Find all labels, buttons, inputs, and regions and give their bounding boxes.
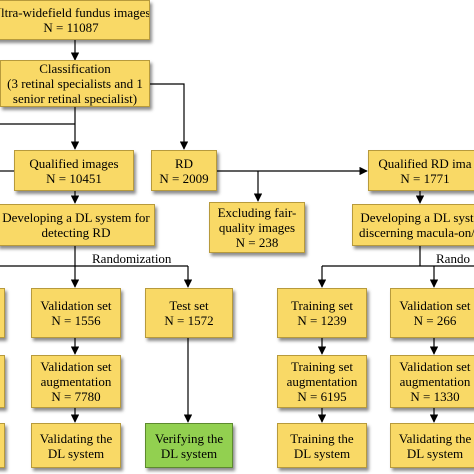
training-set-right-count: N = 1239 [297,313,347,328]
test-set-left-count: N = 1572 [164,313,214,328]
val-aug-right-box: Validation set augmentation N = 1330 [390,355,474,408]
validating-left-box: Validating the DL system [31,423,121,468]
training-sys-right-line-1: Training the [290,430,354,446]
validation-set-left-count: N = 1556 [51,313,101,328]
excluding-box: Excluding fair- quality images N = 238 [209,202,305,253]
validating-left-line-1: Validating the [39,430,113,446]
excluding-line-1: Excluding fair- [217,205,297,220]
val-aug-left-count: N = 7780 [51,389,101,404]
training-set-right-box: Training set N = 1239 [277,288,367,338]
develop-left-line-1: Developing a DL system for [2,210,150,225]
rd-title: RD [174,155,194,171]
validating-right-box: Validating the DL system [390,423,474,468]
val-aug-left-box: Validation set augmentation N = 7780 [31,355,121,408]
train-aug-right-box: Training set augmentation N = 6195 [277,355,367,408]
val-aug-right-count: N = 1330 [410,389,460,404]
excluding-line-2: quality images [218,220,296,235]
validation-set-right-title: Validation set [399,298,471,313]
randomization-right-label: Rando [436,251,470,266]
develop-left-line-2: detecting RD [41,225,111,240]
validation-set-right-count: N = 266 [413,313,457,328]
training-sys-right-line-2: DL system [293,445,351,461]
qualified-images-box: Qualified images N = 10451 [14,150,134,191]
qualified-images-count: N = 10451 [46,170,102,186]
training-set-right-title: Training set [291,298,353,313]
left-cut-box-2 [0,355,5,408]
val-aug-right-line-1: Validation set [399,359,471,374]
qualified-rd-count: N = 1771 [400,170,450,186]
classification-detail-2: senior retinal specialist) [12,91,138,106]
source-images-count: N = 11087 [43,20,99,35]
classification-title: Classification [39,61,111,76]
develop-right-line-2: discerning macula-on/ [359,225,474,240]
source-images-box: Ultra-widefield fundus images N = 11087 [0,0,150,40]
arrow-classification-to-rd [150,83,189,150]
val-aug-left-line-2: augmentation [40,374,112,389]
validating-right-line-2: DL system [406,445,464,461]
left-cut-box-1 [0,288,5,338]
develop-right-line-1: Developing a DL syst [360,210,474,225]
randomization-left-label: Randomization [92,251,172,266]
qualified-rd-box: Qualified RD ima N = 1771 [368,150,474,191]
excluding-count: N = 238 [235,235,279,250]
validating-right-line-1: Validating the [398,430,472,446]
rd-count: N = 2009 [159,170,209,186]
qualified-rd-title: Qualified RD ima [378,155,472,171]
verifying-left-line-2: DL system [160,445,218,461]
validation-set-left-box: Validation set N = 1556 [31,288,121,338]
test-set-left-box: Test set N = 1572 [145,288,233,338]
train-aug-right-line-1: Training set [291,359,353,374]
train-aug-right-line-2: augmentation [286,374,358,389]
develop-left-box: Developing a DL system for detecting RD [0,204,155,246]
validating-left-line-2: DL system [47,445,105,461]
source-images-title: Ultra-widefield fundus images [0,5,150,20]
train-aug-right-count: N = 6195 [297,389,347,404]
verifying-left-line-1: Verifying the [154,430,224,446]
val-aug-left-line-1: Validation set [40,359,112,374]
classification-detail-1: (3 retinal specialists and 1 [7,76,143,91]
classification-box: Classification (3 retinal specialists an… [0,60,150,107]
verifying-left-box: Verifying the DL system [145,423,233,468]
validation-set-right-box: Validation set N = 266 [390,288,474,338]
test-set-left-title: Test set [169,298,209,313]
val-aug-right-line-2: augmentation [399,374,471,389]
training-sys-right-box: Training the DL system [277,423,367,468]
rd-box: RD N = 2009 [151,150,217,191]
develop-right-box: Developing a DL syst discerning macula-o… [352,204,474,246]
left-cut-box-3 [0,423,5,468]
qualified-images-title: Qualified images [29,155,119,171]
validation-set-left-title: Validation set [40,298,112,313]
